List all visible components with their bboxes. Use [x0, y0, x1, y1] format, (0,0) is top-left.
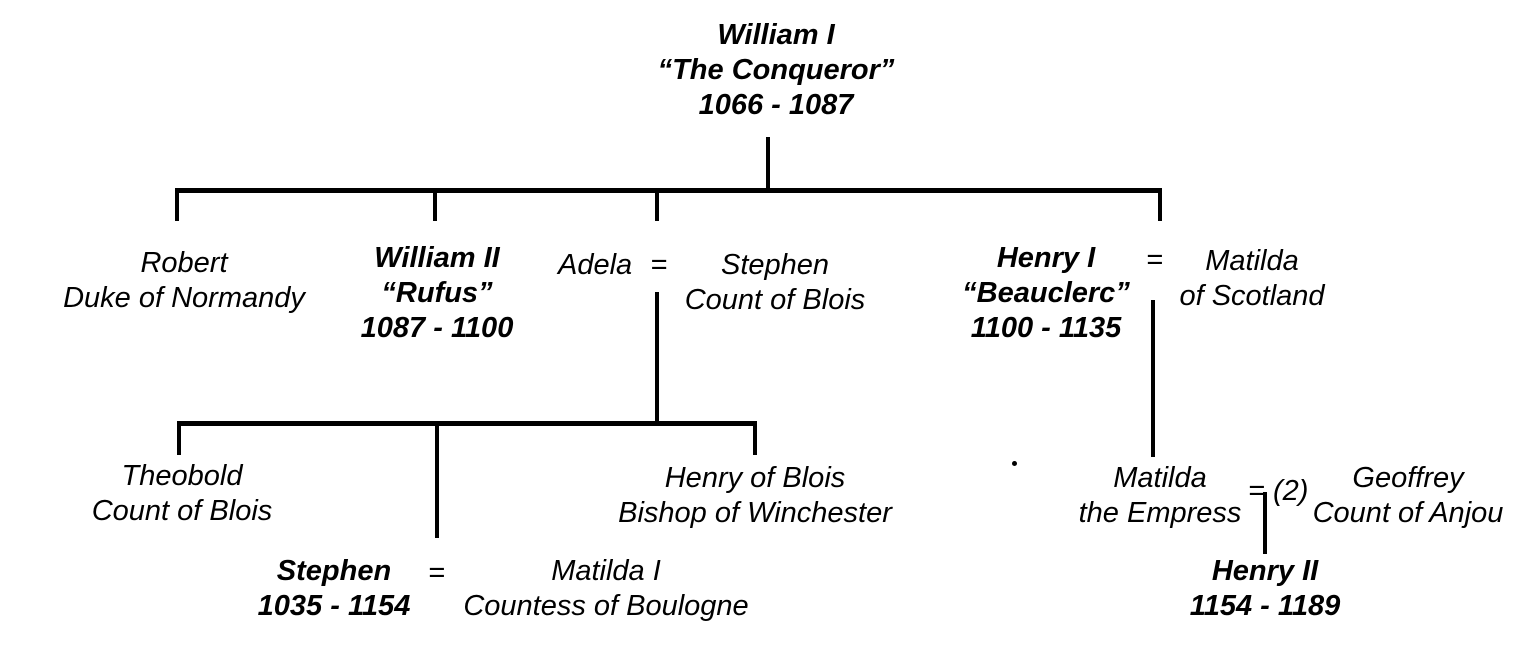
person-title: Duke of Normandy [63, 282, 305, 314]
node-matilda-of-scotland: Matilda of Scotland [1179, 244, 1324, 314]
person-name: Stephen [276, 555, 392, 587]
person-title: the Empress [1078, 497, 1242, 529]
stray-dot-mark [1012, 461, 1017, 466]
person-years: 1100 - 1135 [970, 312, 1122, 344]
connector-tick-william2 [433, 188, 437, 221]
person-name: Henry I [996, 242, 1096, 274]
node-henry-ii: Henry II 1154 - 1189 [1190, 554, 1341, 624]
person-title: of Scotland [1179, 280, 1325, 312]
node-theobold: Theobold Count of Blois [92, 459, 273, 529]
person-name: Theobold [121, 460, 243, 492]
person-name: Matilda [1113, 462, 1207, 494]
node-adela: Adela = [558, 248, 667, 283]
connector-stephen-drop [435, 421, 439, 538]
node-stephen-king: Stephen 1035 - 1154 [258, 554, 411, 624]
marriage-equals-stephen: = [428, 557, 445, 589]
marriage-equals-henry1: = [1146, 244, 1163, 276]
node-geoffrey: Geoffrey Count of Anjou [1313, 461, 1504, 531]
person-name: William II [374, 242, 500, 274]
connector-adela-drop [655, 292, 659, 423]
person-epithet: “Beauclerc” [962, 277, 1130, 309]
connector-tick-theobold [177, 421, 181, 455]
person-years: 1087 - 1100 [360, 312, 514, 344]
connector-tick-robert [175, 188, 179, 221]
person-name: Stephen [720, 249, 830, 281]
person-title: Countess of Boulogne [463, 590, 749, 622]
person-name: Geoffrey [1352, 462, 1464, 494]
node-robert: Robert Duke of Normandy [63, 246, 305, 316]
person-name: Robert [140, 247, 228, 279]
node-matilda-the-empress: Matilda the Empress [1079, 461, 1242, 531]
person-years: 1154 - 1189 [1189, 590, 1341, 622]
person-title: Count of Anjou [1312, 497, 1504, 529]
person-name: Henry II [1211, 555, 1319, 587]
connector-tick-adela [655, 188, 659, 221]
connector-henry1-marriage-drop [1151, 300, 1155, 457]
person-title: Count of Blois [684, 284, 866, 316]
node-stephen-count-of-blois: Stephen Count of Blois [685, 248, 866, 318]
node-henry-i: Henry I “Beauclerc” 1100 - 1135 [962, 241, 1130, 346]
person-years: 1035 - 1154 [257, 590, 411, 622]
connector-tick-henry-blois [753, 421, 757, 455]
person-name: Adela [558, 249, 633, 281]
person-epithet: “Rufus” [381, 277, 493, 309]
person-name: Matilda [1205, 245, 1299, 277]
person-name: Henry of Blois [664, 462, 846, 494]
person-epithet: “The Conqueror” [657, 54, 895, 86]
node-william-ii: William II “Rufus” 1087 - 1100 [361, 241, 514, 346]
node-william-i: William I “The Conqueror” 1066 - 1087 [658, 18, 895, 123]
connector-root-drop [766, 137, 770, 192]
marriage-equals: = [650, 249, 668, 281]
connector-gen2-horizontal [175, 188, 1162, 193]
marriage-equals-empress: = (2) [1248, 475, 1309, 507]
person-title: Count of Blois [91, 495, 273, 527]
node-matilda-i-boulogne: Matilda I Countess of Boulogne [463, 554, 748, 624]
person-name: Matilda I [551, 555, 661, 587]
person-title: Bishop of Winchester [618, 497, 892, 529]
connector-empress-marriage-drop [1263, 492, 1267, 554]
node-henry-of-blois: Henry of Blois Bishop of Winchester [618, 461, 892, 531]
person-years: 1066 - 1087 [698, 89, 854, 121]
person-name: William I [717, 19, 835, 51]
connector-gen3-horizontal [177, 421, 757, 426]
connector-tick-henry1 [1158, 188, 1162, 221]
